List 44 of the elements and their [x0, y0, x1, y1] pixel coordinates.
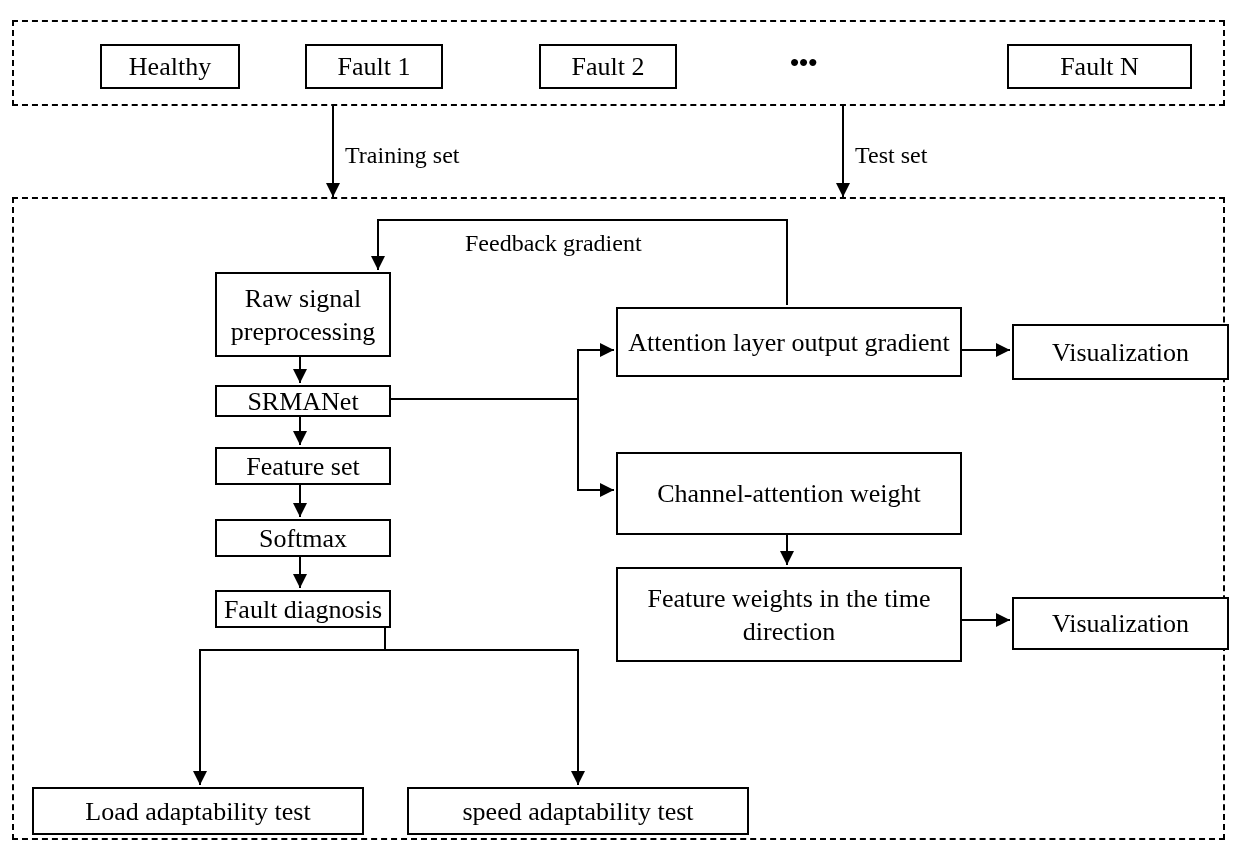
process-box: [539, 44, 677, 89]
arrow: [293, 554, 307, 589]
process-box: [1012, 324, 1229, 380]
process-box: [215, 385, 391, 417]
arrow: [293, 354, 307, 384]
process-box: [1012, 597, 1229, 650]
process-box: [215, 590, 391, 628]
box-label: speed adaptability test: [461, 795, 695, 828]
box-label: Softmax: [257, 522, 349, 555]
box-label: Fault diagnosis: [222, 593, 384, 626]
arrow: [371, 219, 788, 306]
process-box: [32, 787, 364, 835]
process-box: [616, 567, 962, 662]
box-label: Fault 2: [570, 51, 646, 83]
arrow: [959, 343, 1011, 357]
arrow: [293, 482, 307, 518]
box-label: Visualization: [1050, 608, 1191, 640]
process-box: [215, 447, 391, 485]
process-box: [100, 44, 240, 89]
box-label: Visualization: [1050, 336, 1191, 369]
box-label: Fault N: [1059, 51, 1140, 83]
ellipsis-text: •••: [790, 47, 818, 79]
dashed-group-box: [12, 20, 1225, 106]
box-label: Feature set: [245, 450, 361, 483]
box-label: Load adaptability test: [84, 795, 312, 828]
arrow: [293, 414, 307, 446]
arrow: [959, 613, 1011, 627]
process-box: [407, 787, 749, 835]
box-label: SRMANet: [246, 385, 360, 418]
process-box: [616, 307, 962, 377]
process-box: [215, 272, 391, 357]
box-label: Channel-attention weight: [656, 478, 922, 510]
arrow: [836, 105, 850, 198]
arrow: [326, 105, 340, 198]
box-label: Raw signal preprocessing: [229, 282, 377, 348]
process-box: [616, 452, 962, 535]
process-box: [305, 44, 443, 89]
box-label: Feature weights in the time direction: [646, 582, 932, 648]
box-label: Healthy: [127, 51, 213, 83]
box-label: Fault 1: [336, 51, 412, 83]
process-box: [1007, 44, 1192, 89]
arrow: [780, 532, 794, 566]
box-label: Attention layer output gradient: [627, 326, 951, 359]
process-box: [215, 519, 391, 557]
